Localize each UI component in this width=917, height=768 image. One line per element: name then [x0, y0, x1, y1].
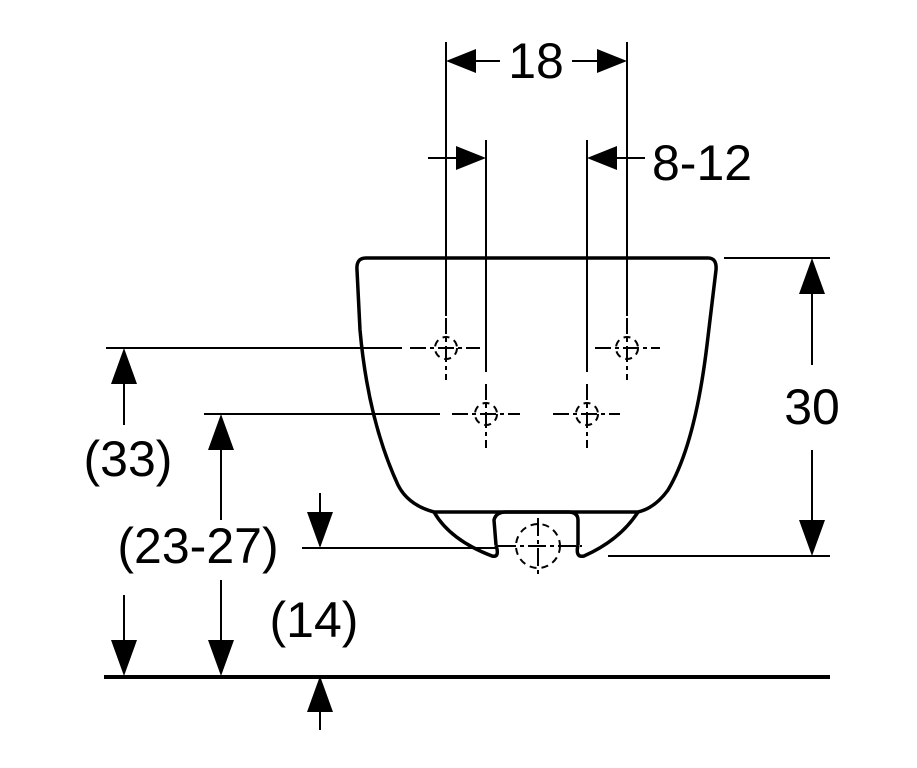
drain-notch — [492, 510, 580, 546]
dim-8-12-arrow-right — [587, 146, 617, 170]
dim-8-12-arrow-left — [456, 146, 486, 170]
dim-18-label: 18 — [508, 33, 564, 89]
dim-23-27-arrow-top — [208, 414, 234, 450]
bowl-foot — [432, 511, 500, 558]
dim-23-27-arrow-bottom — [208, 640, 234, 676]
dim-30-label: 30 — [784, 379, 840, 435]
dim-23-27-label: (23-27) — [117, 518, 278, 574]
dim-14-label: (14) — [270, 592, 359, 648]
bowl-outline — [355, 256, 718, 514]
dim-30-arrow-top — [799, 258, 825, 294]
dim-14-arrow-top — [307, 512, 333, 548]
dim-18-arrow-left — [446, 49, 476, 73]
dim-8-12-label: 8-12 — [652, 135, 752, 191]
dim-33-label: (33) — [84, 431, 173, 487]
dim-18-arrow-right — [597, 49, 627, 73]
dim-30-arrow-bottom — [799, 520, 825, 556]
dim-33-arrow-bottom — [111, 640, 137, 676]
bowl-foot-right — [575, 511, 640, 559]
dim-33-arrow-top — [111, 348, 137, 384]
dim-14-arrow-bottom — [307, 676, 333, 712]
